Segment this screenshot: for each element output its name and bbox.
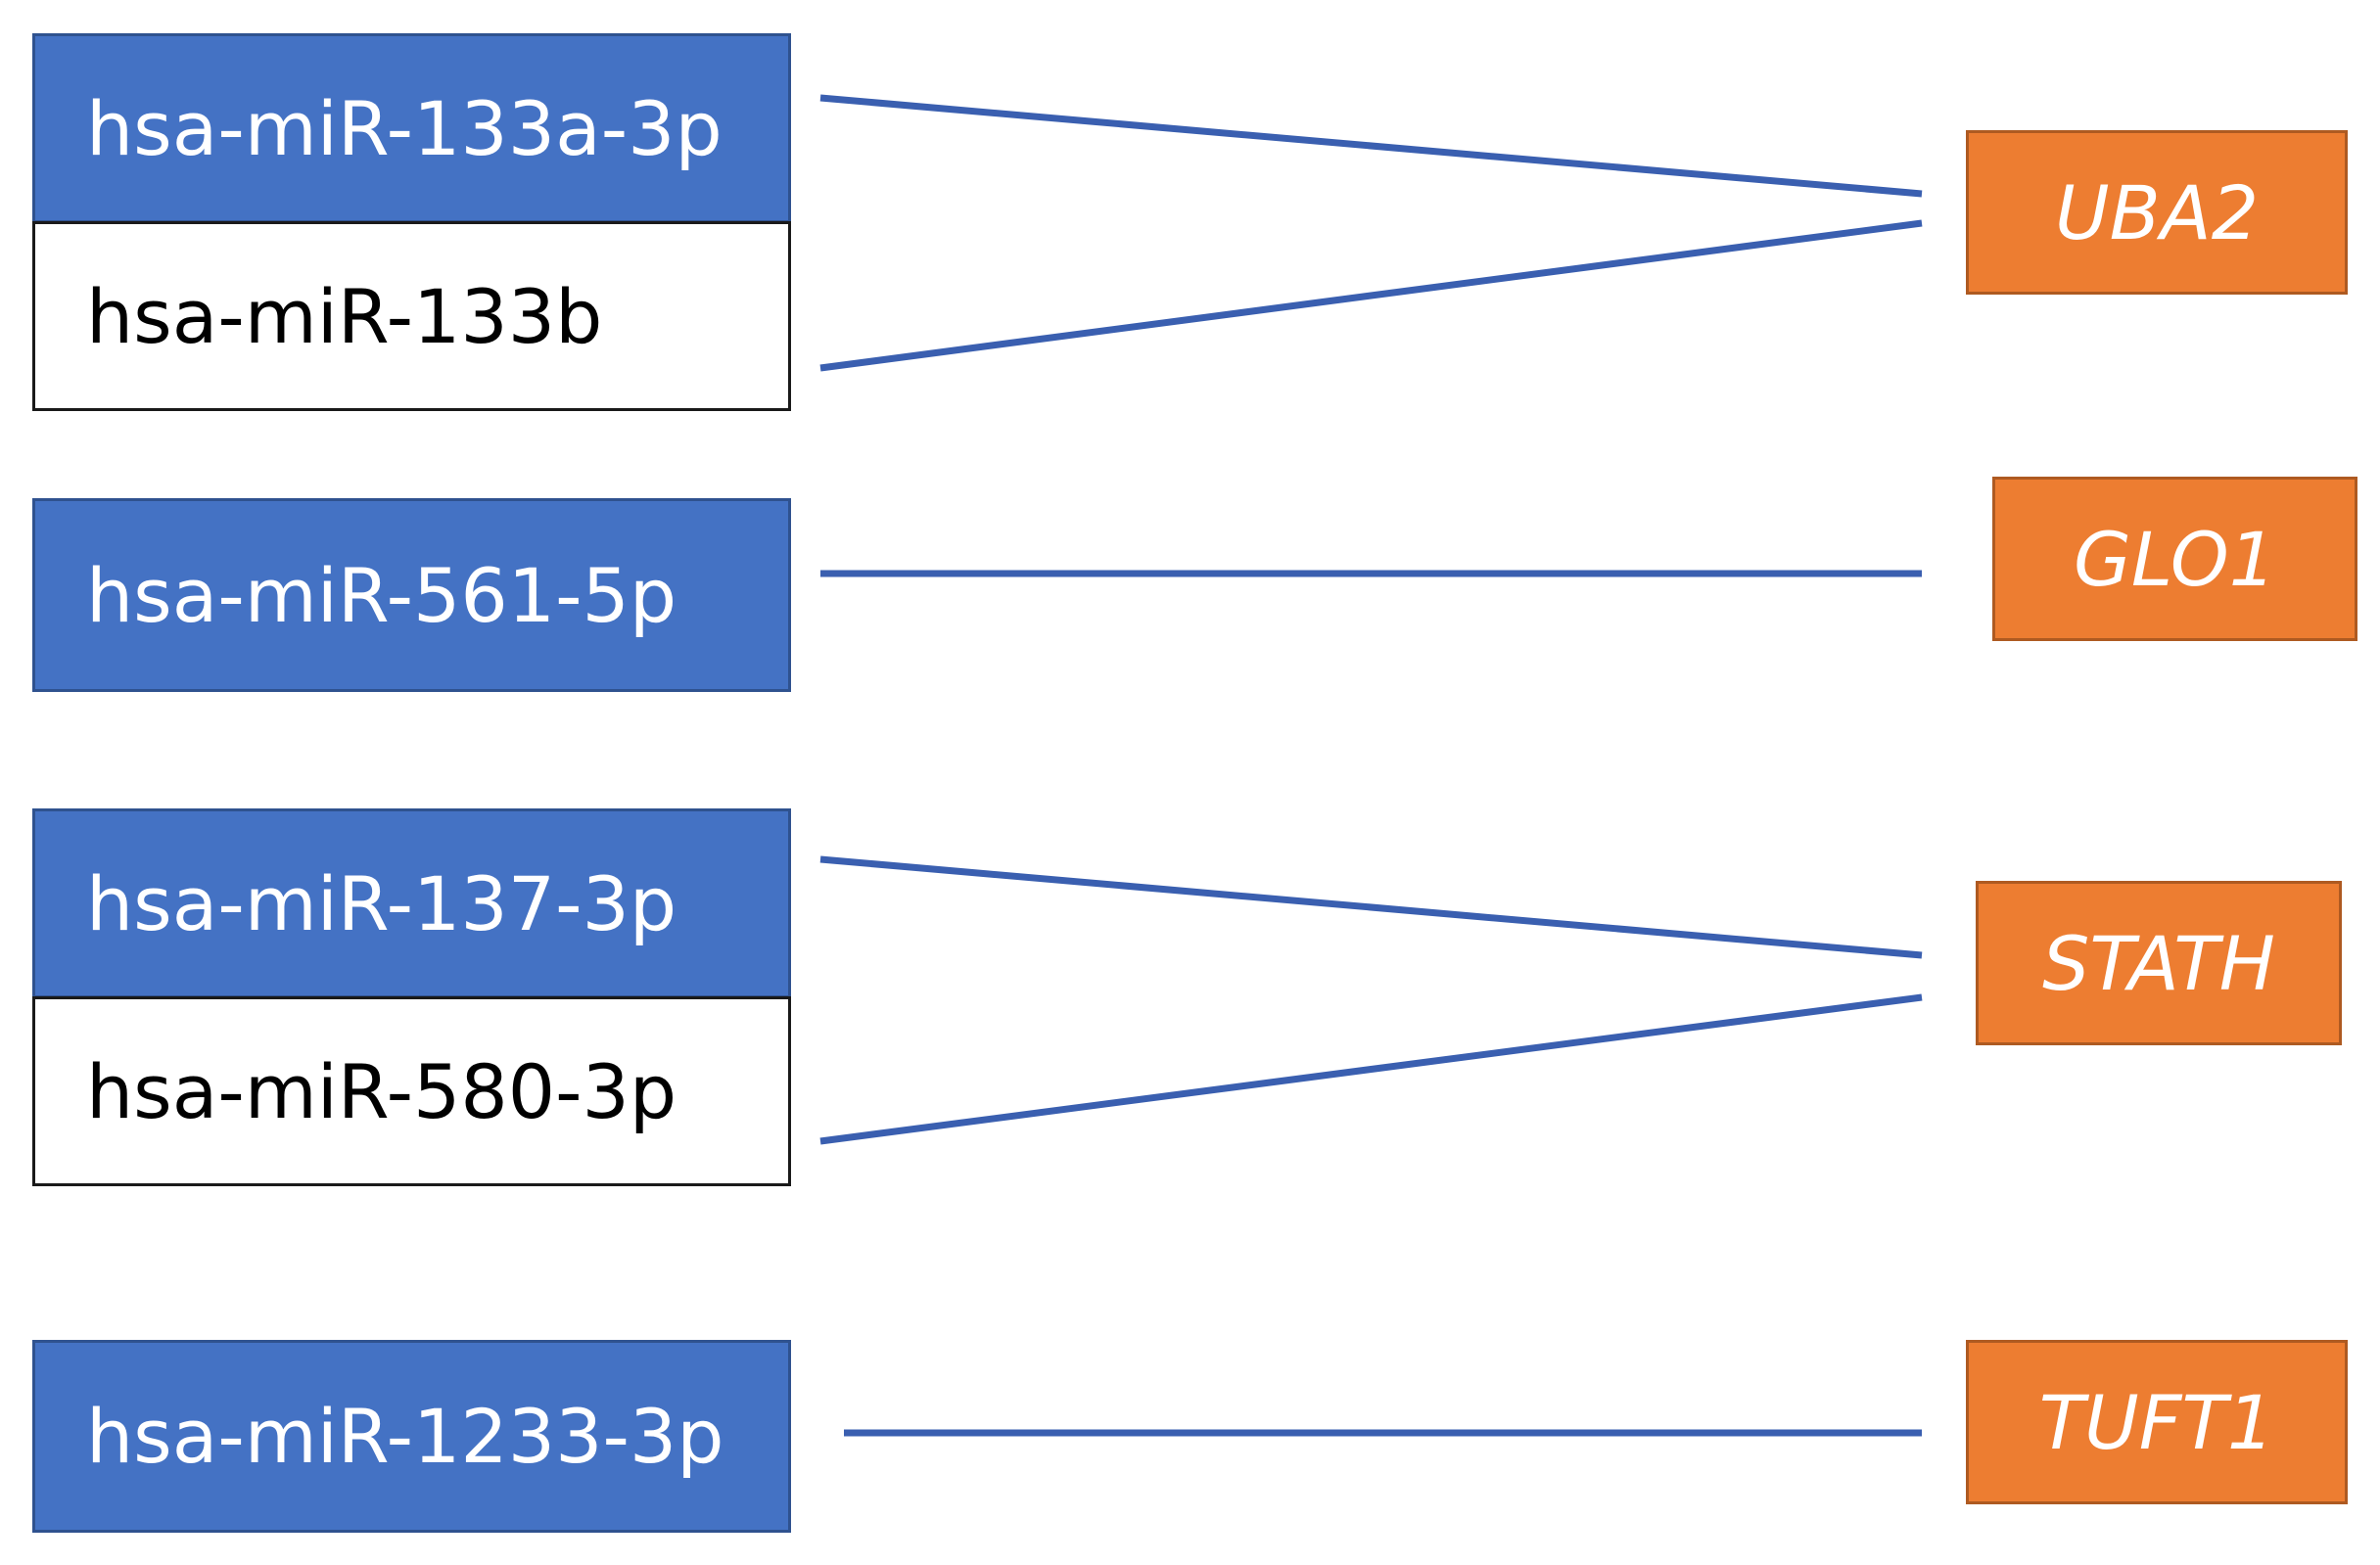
link-line-m4-g3 [819, 855, 1923, 959]
mirna-box-1233-3p: hsa-miR-1233-3p [32, 1340, 791, 1533]
mirna-label: hsa-miR-137-3p [86, 859, 677, 947]
gene-box-stath: STATH [1976, 881, 2342, 1045]
mirna-box-133b: hsa-miR-133b [32, 221, 791, 411]
mirna-box-580-3p: hsa-miR-580-3p [32, 996, 791, 1186]
mirna-label: hsa-miR-580-3p [86, 1047, 677, 1135]
mirna-box-133a-3p: hsa-miR-133a-3p [32, 33, 791, 223]
link-line-m2-g1 [819, 219, 1923, 372]
gene-label: STATH [2042, 919, 2275, 1007]
link-line-m1-g1 [819, 94, 1923, 198]
link-line-m5-g3 [819, 993, 1923, 1145]
gene-box-tuft1: TUFT1 [1966, 1340, 2348, 1504]
mirna-label: hsa-miR-561-5p [86, 551, 677, 639]
gene-box-uba2: UBA2 [1966, 130, 2348, 295]
mirna-label: hsa-miR-133b [86, 272, 603, 360]
mirna-label: hsa-miR-133a-3p [86, 84, 723, 172]
gene-box-glo1: GLO1 [1992, 477, 2357, 641]
gene-label: GLO1 [2073, 515, 2277, 603]
gene-label: TUFT1 [2038, 1378, 2275, 1466]
mirna-box-137-3p: hsa-miR-137-3p [32, 808, 791, 998]
mirna-box-561-5p: hsa-miR-561-5p [32, 498, 791, 692]
mirna-label: hsa-miR-1233-3p [86, 1393, 724, 1480]
gene-label: UBA2 [2054, 168, 2260, 256]
